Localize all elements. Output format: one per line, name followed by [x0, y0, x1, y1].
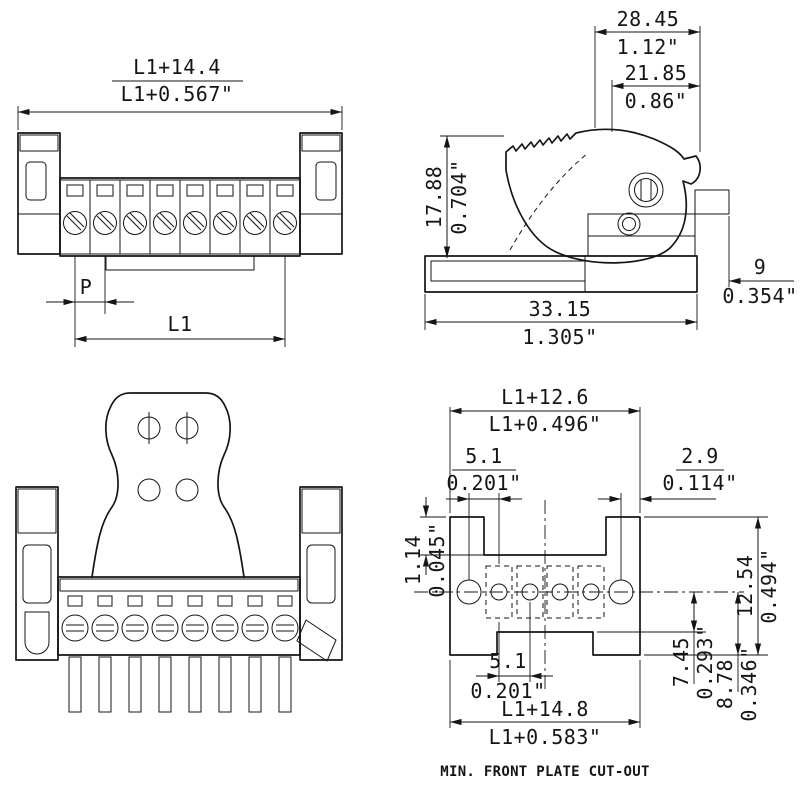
side-base: [424, 213, 698, 293]
dim-text-edge-offset-mm: 2.9: [681, 444, 719, 468]
dim-text-depth2-in: 0.346": [737, 646, 761, 721]
dim-text-cutout-width-in: L1+0.496": [489, 412, 602, 436]
socket-body: [57, 576, 301, 656]
dim-text-hole-pitch-mm: 5.1: [489, 649, 527, 673]
dim-text-depth2-mm: 8.78: [713, 659, 737, 709]
dim-front-pole-span: L1: [75, 256, 286, 347]
cutout-outline: [414, 500, 744, 690]
socket-left-flange: [15, 486, 59, 661]
side-tail-pin: [694, 189, 730, 215]
dim-text-lever-full-in: 1.12": [617, 35, 680, 59]
dim-text-overall-width-mm: L1+14.4: [133, 55, 221, 79]
dim-text-edge-offset-in: 0.114": [662, 471, 737, 495]
dim-text-height-in: 0.704": [447, 159, 471, 234]
dim-front-overall-width: L1+14.4 L1+0.567": [17, 55, 343, 130]
lever-travel-dashed-line: [509, 152, 589, 251]
dim-text-pitch: P: [80, 275, 93, 299]
dim-cutout-height: 12.54 0.494": [644, 516, 781, 656]
dim-text-outer-width-mm: L1+14.8: [501, 697, 589, 721]
dim-text-outer-width-in: L1+0.583": [489, 725, 602, 749]
dim-text-lever-full-mm: 28.45: [617, 7, 680, 31]
dim-text-lever-mm: 21.85: [625, 61, 688, 85]
dim-front-pitch: P: [46, 256, 134, 347]
view-plug-front: L1+14.4 L1+0.567" P L1: [17, 55, 343, 347]
dim-text-cutout-height-mm: 12.54: [733, 555, 757, 618]
dim-text-depth-mm: 33.15: [529, 297, 592, 321]
dim-text-depth-in: 1.305": [522, 325, 597, 349]
view-side-lever: 28.45 1.12" 21.85 0.86" 17.88 0.704" 33.…: [422, 7, 797, 349]
dim-text-hole-offset-in: 0.201": [446, 471, 521, 495]
dim-text-cutout-width-mm: L1+12.6: [501, 385, 589, 409]
dim-cutout-hole-pitch: 5.1 0.201": [470, 602, 553, 703]
dim-text-overall-width-in: L1+0.567": [121, 82, 234, 106]
dim-text-tab-in: 0.045": [425, 522, 449, 597]
dim-text-hole-offset-mm: 5.1: [465, 444, 503, 468]
dim-text-tab-mm: 1.14: [401, 535, 425, 585]
dim-side-lever-full: 28.45 1.12": [594, 7, 701, 152]
dim-text-cutout-height-in: 0.494": [757, 548, 781, 623]
side-locking-lever: [505, 128, 701, 264]
dim-cutout-edge-offset: 2.9 0.114": [598, 444, 737, 580]
dim-side-tail: 9 0.354": [722, 216, 797, 308]
dim-cutout-hole-offset: 5.1 0.201": [446, 444, 522, 580]
cutout-caption: MIN. FRONT PLATE CUT-OUT: [440, 764, 650, 780]
view-socket-front: [15, 392, 343, 713]
dim-side-height: 17.88 0.704": [422, 135, 504, 258]
dim-cutout-outer-width: L1+14.8 L1+0.583": [449, 660, 641, 749]
dim-text-lever-in: 0.86": [625, 89, 688, 113]
dim-side-depth: 33.15 1.305": [424, 294, 698, 349]
dim-cutout-width: L1+12.6 L1+0.496": [449, 385, 641, 513]
dim-text-pole-span: L1: [167, 312, 192, 336]
dim-cutout-step: 7.45 0.293": [597, 592, 717, 700]
dim-cutout-depth: 8.78 0.346": [713, 592, 761, 722]
dim-cutout-tab: 1.14 0.045": [401, 497, 484, 598]
dim-text-tail-mm: 9: [754, 255, 767, 279]
dim-side-lever: 21.85 0.86": [611, 61, 700, 132]
dim-text-hole-pitch-in: 0.201": [470, 679, 545, 703]
dim-text-height-mm: 17.88: [422, 166, 446, 229]
dim-text-step-in: 0.293": [693, 624, 717, 699]
cable-clamp-flap: [91, 392, 245, 578]
dim-text-tail-in: 0.354": [722, 284, 797, 308]
view-front-plate-cutout: L1+12.6 L1+0.496" 5.1 0.201" 2.9 0.114": [401, 385, 781, 780]
dim-text-step-mm: 7.45: [669, 637, 693, 687]
